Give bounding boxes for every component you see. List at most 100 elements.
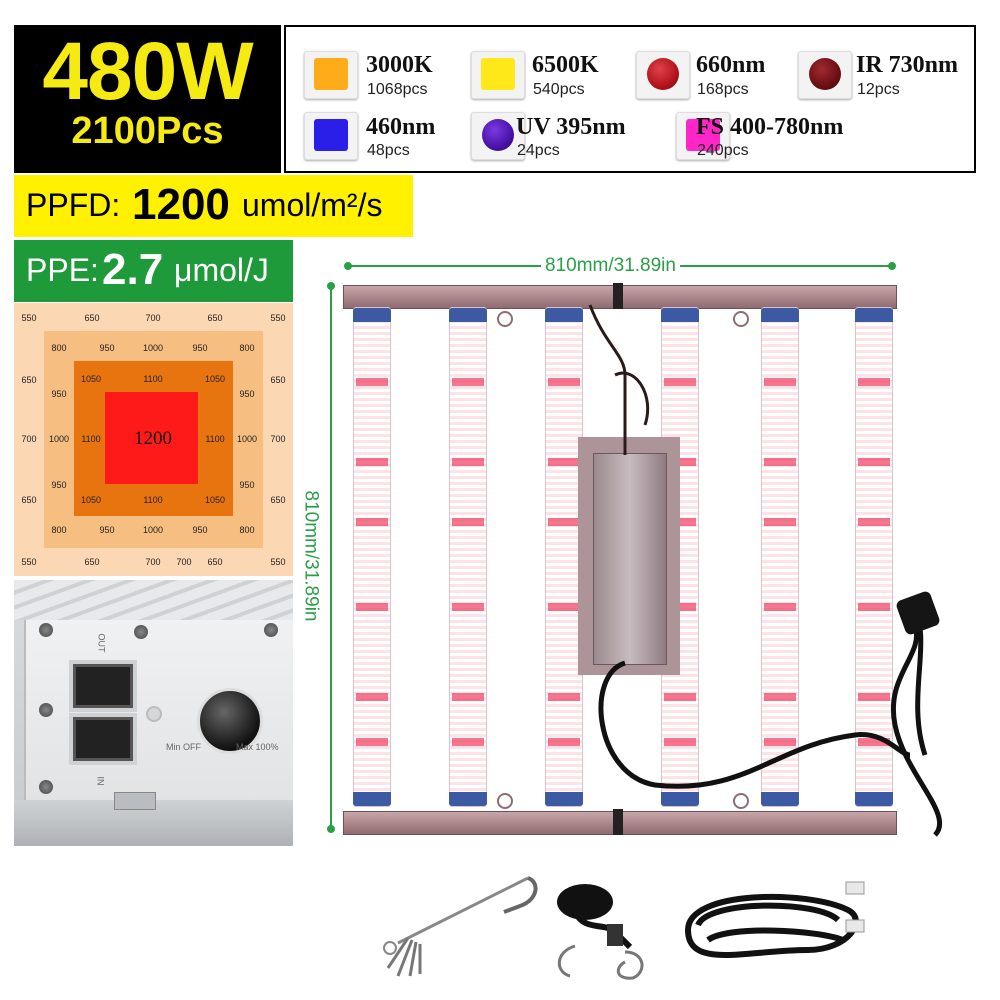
light-bar: [545, 307, 583, 807]
map-value: 1100: [143, 374, 163, 384]
map-value: 650: [270, 375, 286, 385]
map-value: 1000: [236, 434, 258, 444]
led-count: 540pcs: [533, 81, 585, 98]
indicator-led-icon: [146, 706, 162, 722]
wattage: 480W: [42, 26, 253, 117]
min-label: Min OFF: [166, 742, 201, 752]
led-count: 48pcs: [367, 142, 410, 159]
dimmer-photo: OUT IN Min OFF Max 100%: [14, 580, 293, 846]
led-chip-uv395-icon: [469, 112, 525, 162]
map-value: 950: [192, 525, 208, 535]
in-label: IN: [95, 776, 106, 786]
ppfd-banner: PPFD: 1200 umol/m²/s: [14, 175, 413, 237]
light-bar: [353, 307, 391, 807]
hanging-wire-kit-icon: [383, 876, 538, 977]
map-value: 950: [51, 389, 67, 399]
power-cables-icon: [588, 304, 943, 837]
map-value: 650: [21, 495, 37, 505]
map-value: 550: [270, 557, 286, 567]
led-name: FS 400-780nm: [696, 114, 844, 140]
map-value: 1050: [204, 374, 226, 384]
map-value: 1000: [142, 343, 164, 353]
map-value: 650: [84, 313, 100, 323]
power-block: 480W 2100Pcs: [14, 25, 281, 173]
screw-icon: [134, 625, 148, 639]
screw-icon: [39, 703, 53, 717]
map-value: 650: [84, 557, 100, 567]
map-value: 1050: [204, 495, 226, 505]
driver-box: [593, 453, 667, 665]
height-dimension: 810mm/31.89in: [299, 486, 322, 626]
map-value: 800: [239, 525, 255, 535]
rope-ratchet-icon: [557, 884, 644, 980]
led-count: 12pcs: [857, 81, 900, 98]
map-center-value: 1200: [134, 428, 172, 449]
hanging-hook-icon: [733, 793, 749, 809]
map-value: 700: [145, 557, 161, 567]
led-name: 6500K: [532, 52, 599, 78]
map-value: 650: [270, 495, 286, 505]
rj-port-out-icon: [69, 660, 137, 712]
map-value: 650: [207, 313, 223, 323]
led-chip-fs-icon: [674, 112, 730, 162]
light-bar: [449, 307, 487, 807]
led-chip-ir730-icon: [796, 51, 852, 101]
led-count: 240pcs: [697, 142, 749, 159]
map-value: 950: [99, 343, 115, 353]
ppe-label: PPE:: [26, 252, 99, 288]
ppfd-unit: umol/m²/s: [242, 187, 383, 223]
map-value: 1050: [80, 495, 102, 505]
max-label: Max 100%: [236, 742, 279, 752]
led-chip-6500k-icon: [469, 51, 525, 101]
map-value: 700: [176, 557, 192, 567]
led-name: IR 730nm: [856, 52, 959, 78]
led-name: UV 395nm: [516, 114, 626, 140]
map-value: 950: [239, 480, 255, 490]
ppfd-label: PPFD:: [26, 187, 121, 223]
led-count: 168pcs: [697, 81, 749, 98]
map-value: 950: [51, 480, 67, 490]
fixture-diagram: 810mm/31.89in 810mm/31.89in: [299, 255, 945, 845]
map-value: 550: [270, 313, 286, 323]
map-value: 650: [21, 375, 37, 385]
led-name: 660nm: [696, 52, 766, 78]
map-value: 1000: [142, 525, 164, 535]
led-name: 3000K: [366, 52, 433, 78]
led-chip-3000k-icon: [302, 51, 358, 101]
rj11-cable-icon: [685, 881, 865, 958]
led-total: 2100Pcs: [71, 110, 224, 152]
map-value: 1100: [143, 495, 163, 505]
screw-icon: [39, 623, 53, 637]
led-count: 24pcs: [517, 142, 560, 159]
ppfd-map: 1200 550 650 700 650 550 650 700 650 650…: [14, 303, 293, 576]
map-value: 1100: [81, 434, 101, 444]
led-chip-660nm-icon: [634, 51, 690, 101]
map-value: 1100: [205, 434, 225, 444]
hanging-hook-icon: [497, 793, 513, 809]
screw-icon: [39, 780, 53, 794]
led-legend: 3000K 1068pcs 6500K 540pcs 660nm 168pcs …: [284, 25, 976, 173]
map-value: 700: [21, 434, 37, 444]
hanging-hook-icon: [497, 311, 513, 327]
map-value: 700: [145, 313, 161, 323]
light-bar: [761, 307, 799, 807]
height-dimension-line: [330, 285, 332, 830]
screw-icon: [264, 623, 278, 637]
ppfd-value: 1200: [132, 180, 230, 229]
map-value: 950: [99, 525, 115, 535]
map-value: 800: [51, 343, 67, 353]
light-bar: [855, 307, 893, 807]
map-value: 800: [51, 525, 67, 535]
rj-port-in-icon: [69, 713, 137, 765]
hanging-hook-icon: [733, 311, 749, 327]
map-value: 800: [239, 343, 255, 353]
ppe-value: 2.7: [102, 245, 164, 294]
ppe-unit: μmol/J: [174, 252, 269, 288]
map-value: 950: [239, 389, 255, 399]
dimmer-knob-icon: [197, 688, 263, 754]
map-value: 1050: [80, 374, 102, 384]
map-value: 1000: [48, 434, 70, 444]
map-value: 550: [21, 313, 37, 323]
out-label: OUT: [96, 633, 107, 653]
led-name: 460nm: [366, 114, 436, 140]
